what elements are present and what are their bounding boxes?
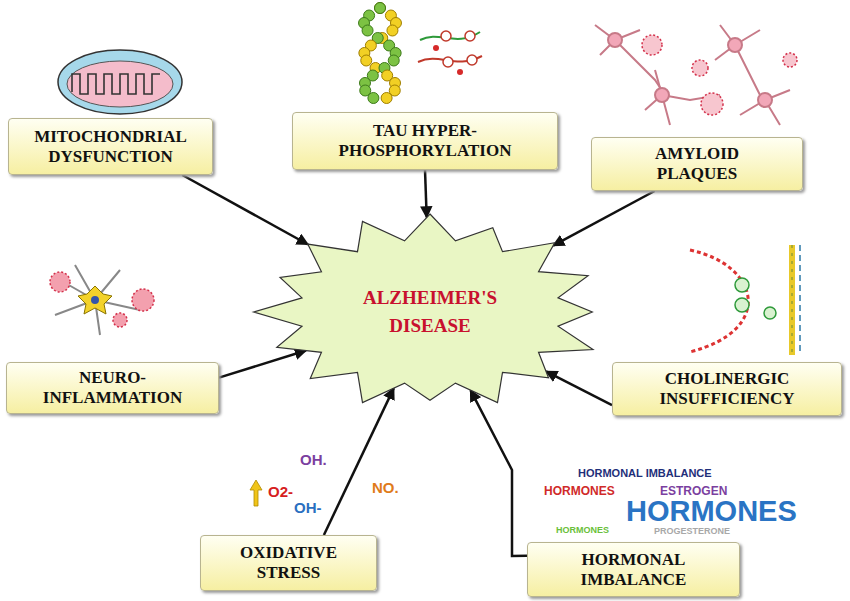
label-group: MITOCHONDRIAL DYSFUNCTION xyxy=(18,127,203,166)
factor-box: HORMONAL IMBALANCE xyxy=(527,542,740,597)
label-group: HORMONAL IMBALANCE xyxy=(559,550,709,589)
factor-box: NEURO- INFLAMMATION xyxy=(6,362,219,414)
chemical-label: O2- xyxy=(268,484,293,499)
chemical-label: HORMONES xyxy=(556,526,609,535)
factor-box: AMYLOID PLAQUES xyxy=(591,137,803,191)
factor-box: TAU HYPER- PHOSPHORYLATION xyxy=(292,112,558,170)
chemical-label: PROGESTERONE xyxy=(654,527,730,536)
factor-label: CHOLINERGIC INSUFFICIENCY xyxy=(642,369,812,408)
arrow-connector xyxy=(324,388,394,535)
label-group: CHOLINERGIC INSUFFICIENCY xyxy=(642,369,812,408)
disease-title: ALZHEIMER'S DISEASE xyxy=(345,284,515,341)
amyloid-neurons-icon xyxy=(595,25,790,125)
amyloid-plaque xyxy=(642,35,797,115)
label-group: ALZHEIMER'S DISEASE xyxy=(345,284,515,341)
chemical-label: OH. xyxy=(300,452,327,467)
factor-label: TAU HYPER- PHOSPHORYLATION xyxy=(308,121,543,160)
increase-arrow xyxy=(250,480,262,506)
factor-label: OXIDATIVE STRESS xyxy=(224,543,354,582)
arrow-connector xyxy=(425,170,427,218)
arrow-connector xyxy=(471,390,528,556)
chemical-label: ESTROGEN xyxy=(660,485,727,497)
factor-label: AMYLOID PLAQUES xyxy=(622,144,772,183)
chemical-label: HORMONES xyxy=(626,497,797,526)
label-group: OXIDATIVE STRESS xyxy=(224,543,354,582)
chemical-label: HORMONES xyxy=(544,485,615,497)
tau-helix-icon xyxy=(359,3,482,104)
chemical-label: OH- xyxy=(294,500,322,515)
factor-label: NEURO- INFLAMMATION xyxy=(28,368,198,407)
synapse-icon xyxy=(690,245,800,355)
factor-box: OXIDATIVE STRESS xyxy=(200,535,377,591)
factor-box: CHOLINERGIC INSUFFICIENCY xyxy=(612,362,842,416)
central-starburst: ALZHEIMER'S DISEASE xyxy=(250,212,610,412)
label-group: NEURO- INFLAMMATION xyxy=(28,368,198,407)
label-group: AMYLOID PLAQUES xyxy=(622,144,772,183)
mitochondrion-icon xyxy=(58,50,182,114)
chemical-label: HORMONAL IMBALANCE xyxy=(578,468,712,479)
arrow-connector xyxy=(546,371,612,405)
chemical-label: NO. xyxy=(372,480,399,495)
factor-label: HORMONAL IMBALANCE xyxy=(559,550,709,589)
arrow-connector xyxy=(182,175,308,245)
factor-box: MITOCHONDRIAL DYSFUNCTION xyxy=(8,118,213,175)
factor-label: MITOCHONDRIAL DYSFUNCTION xyxy=(18,127,203,166)
microglia-icon xyxy=(50,265,154,335)
arrow-connector xyxy=(219,351,306,378)
arrow-connector xyxy=(553,191,655,246)
starburst-outline xyxy=(250,212,610,412)
label-group: TAU HYPER- PHOSPHORYLATION xyxy=(308,121,543,160)
